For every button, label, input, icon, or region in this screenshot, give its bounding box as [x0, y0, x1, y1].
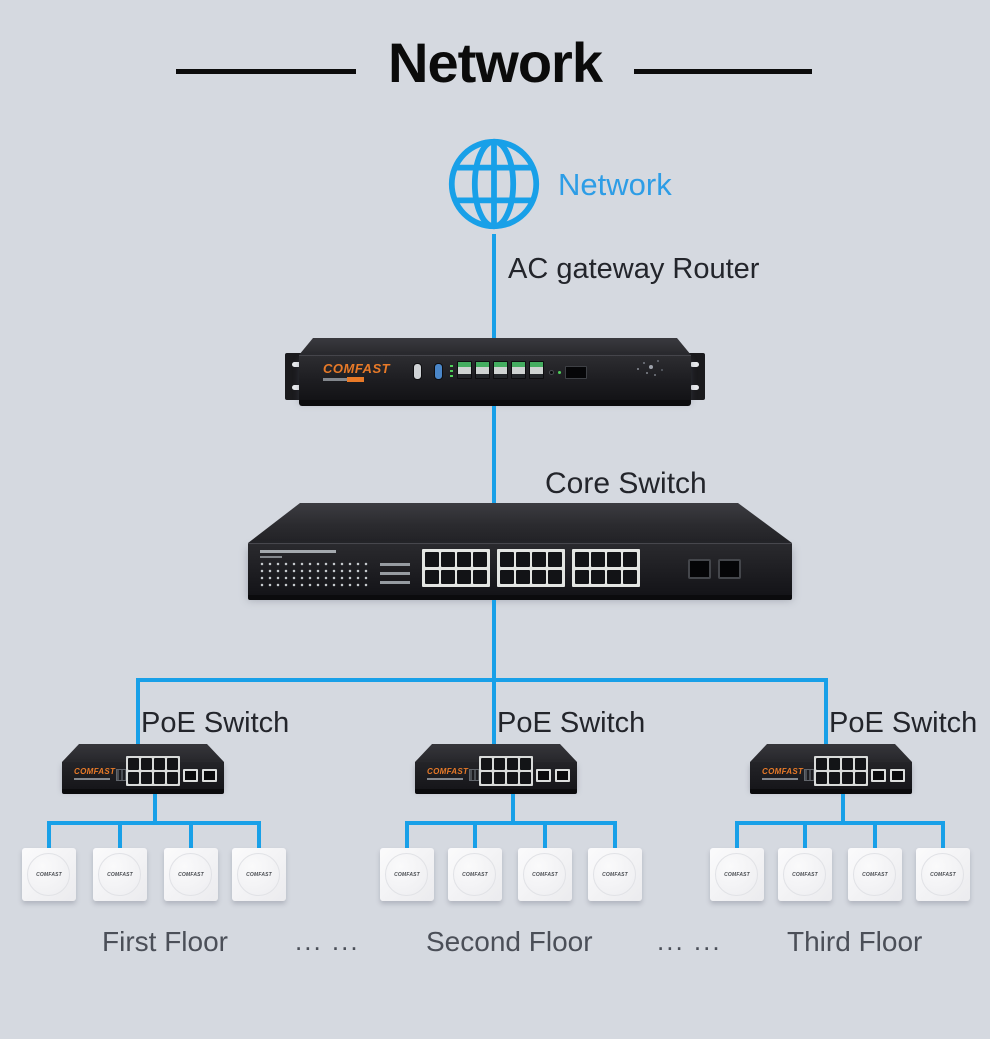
floor-ellipsis: ... ... — [657, 926, 722, 956]
ap-drop — [613, 823, 617, 850]
poe-switch-3-label: PoE Switch — [829, 707, 978, 739]
ap-drop — [405, 823, 409, 850]
floor-label-third: Third Floor — [787, 926, 923, 957]
core-switch-model-text — [260, 550, 336, 553]
wall-ap: COMFAST — [588, 848, 642, 901]
poe-uplink-port — [202, 769, 217, 782]
wall-ap: COMFAST — [448, 848, 502, 901]
poe-uplink-port — [536, 769, 551, 782]
core-led-label — [380, 581, 410, 584]
ap-drop — [803, 823, 807, 850]
ap-drop — [473, 823, 477, 850]
router-decor-constellation — [637, 368, 639, 370]
poe-brand-logo: COMFAST — [74, 767, 116, 776]
link-router-core — [492, 406, 496, 507]
ap-drop — [189, 823, 193, 850]
router-brand-logo: COMFAST — [323, 361, 391, 376]
core-port-group-3 — [572, 549, 640, 587]
poe-port-block — [479, 756, 533, 786]
wall-ap: COMFAST — [164, 848, 218, 901]
ap-bus-floor-1 — [47, 821, 261, 825]
ap-bus-floor-3 — [735, 821, 945, 825]
core-switch-label: Core Switch — [545, 467, 707, 500]
poe-switch-2-label: PoE Switch — [497, 707, 646, 739]
router-model-badge — [347, 377, 364, 382]
title-rule-left — [176, 69, 356, 74]
poe-switch-1: COMFAST — [62, 744, 224, 794]
router-sfp-port — [565, 366, 587, 379]
core-led-label — [380, 563, 410, 566]
floor-label-first: First Floor — [102, 926, 228, 957]
floor-ellipsis: ... ... — [295, 926, 360, 956]
core-switch-bottom-edge — [248, 595, 792, 600]
link-core-trunk — [492, 600, 496, 680]
core-port-group-1 — [422, 549, 490, 587]
ap-drop — [941, 823, 945, 850]
ap-bus-floor-2 — [405, 821, 617, 825]
core-switch-led-grid — [260, 562, 372, 590]
wall-ap: COMFAST — [710, 848, 764, 901]
poe-brand-logo: COMFAST — [762, 767, 804, 776]
poe2-downlink — [511, 794, 515, 823]
reset-button-icon — [549, 370, 554, 375]
ap-drop — [543, 823, 547, 850]
wall-ap: COMFAST — [232, 848, 286, 901]
core-switch — [248, 503, 792, 600]
poe-uplink-port — [555, 769, 570, 782]
wall-ap: COMFAST — [93, 848, 147, 901]
title-rule-right — [634, 69, 812, 74]
core-port-group-2 — [497, 549, 565, 587]
core-switch-top-panel — [248, 503, 792, 543]
router-top-panel — [299, 338, 691, 355]
globe-icon — [448, 138, 540, 230]
link-cloud-router — [492, 234, 496, 339]
floor-label-second: Second Floor — [426, 926, 593, 957]
usb3-port-icon — [434, 363, 443, 380]
router-status-leds — [450, 365, 453, 379]
poe-port-block — [126, 756, 180, 786]
poe-uplink-port — [890, 769, 905, 782]
core-sfp-ports — [688, 559, 741, 579]
page-title: Network — [388, 31, 603, 94]
wall-ap: COMFAST — [518, 848, 572, 901]
core-switch-model-subtext — [260, 556, 282, 558]
poe-switch-1-label: PoE Switch — [141, 707, 290, 739]
distribution-bus — [136, 678, 828, 682]
ap-drop — [118, 823, 122, 850]
poe-switch-2: COMFAST — [415, 744, 577, 794]
drop-poe-3 — [824, 680, 828, 745]
wall-ap: COMFAST — [380, 848, 434, 901]
wall-ap: COMFAST — [848, 848, 902, 901]
ap-drop — [47, 823, 51, 850]
ap-drop — [873, 823, 877, 850]
router-brand-subtext — [323, 378, 363, 381]
ap-drop — [257, 823, 261, 850]
router-label: AC gateway Router — [508, 253, 760, 285]
core-led-label — [380, 572, 410, 575]
poe-switch-3: COMFAST — [750, 744, 912, 794]
poe1-downlink — [153, 794, 157, 823]
poe-uplink-port — [871, 769, 886, 782]
drop-poe-1 — [136, 680, 140, 745]
wall-ap: COMFAST — [916, 848, 970, 901]
internet-label: Network — [558, 167, 672, 202]
wall-ap: COMFAST — [22, 848, 76, 901]
poe-brand-logo: COMFAST — [427, 767, 469, 776]
drop-poe-2 — [492, 680, 496, 745]
ap-drop — [735, 823, 739, 850]
usb-port-icon — [413, 363, 422, 380]
router-ethernet-ports — [457, 361, 544, 379]
router-power-led — [558, 371, 561, 374]
wall-ap: COMFAST — [778, 848, 832, 901]
ac-gateway-router: COMFAST — [285, 338, 705, 408]
poe-uplink-port — [183, 769, 198, 782]
router-bottom-edge — [299, 400, 691, 406]
poe3-downlink — [841, 794, 845, 823]
poe-port-block — [814, 756, 868, 786]
